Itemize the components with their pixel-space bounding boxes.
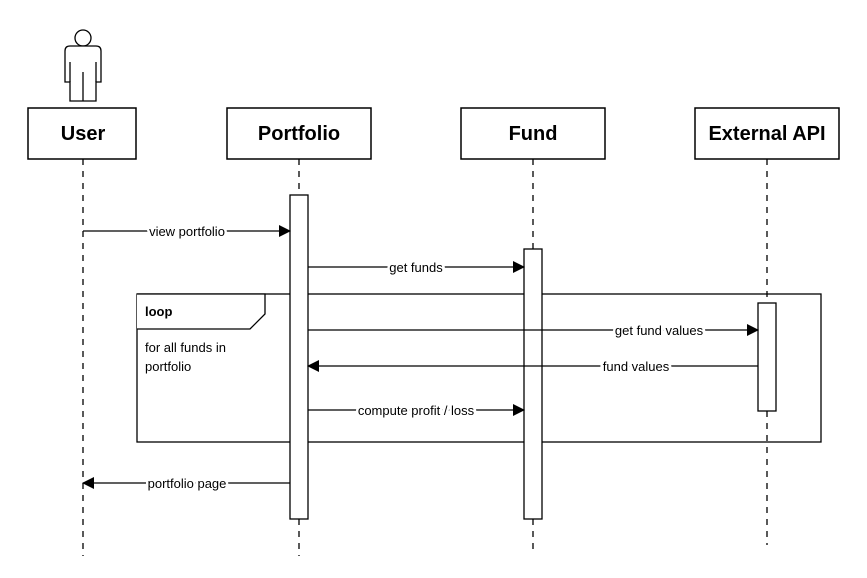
message-label-view-portfolio: view portfolio	[149, 224, 225, 239]
loop-frame-guard-line2: portfolio	[145, 359, 191, 374]
message-label-get-funds: get funds	[389, 260, 443, 275]
message-label-get-fund-values: get fund values	[615, 323, 704, 338]
loop-frame	[136, 293, 822, 443]
lifeline-box-portfolio	[226, 107, 372, 160]
lifeline-title-external-api: External API	[708, 123, 825, 145]
lifeline-box-external-api	[694, 107, 840, 160]
lifeline-box-fund	[460, 107, 606, 160]
message-label-fund-values: fund values	[603, 359, 670, 374]
message-label-compute-profit-loss: compute profit / loss	[358, 403, 475, 418]
loop-frame-tag: loop	[145, 304, 172, 319]
message-label-portfolio-page: portfolio page	[148, 476, 227, 491]
lifeline-box-user	[27, 107, 137, 160]
activation-bar-external-api	[757, 302, 777, 412]
loop-frame-guard-line1: for all funds in	[145, 340, 226, 355]
lifeline-title-portfolio: Portfolio	[258, 123, 340, 145]
user-actor-icon	[64, 29, 102, 102]
activation-bar-portfolio	[289, 194, 309, 520]
activation-bar-fund	[523, 248, 543, 520]
lifeline-title-user: User	[61, 123, 106, 145]
lifeline-title-fund: Fund	[509, 123, 558, 145]
loop-frame-tag-box	[137, 293, 266, 330]
